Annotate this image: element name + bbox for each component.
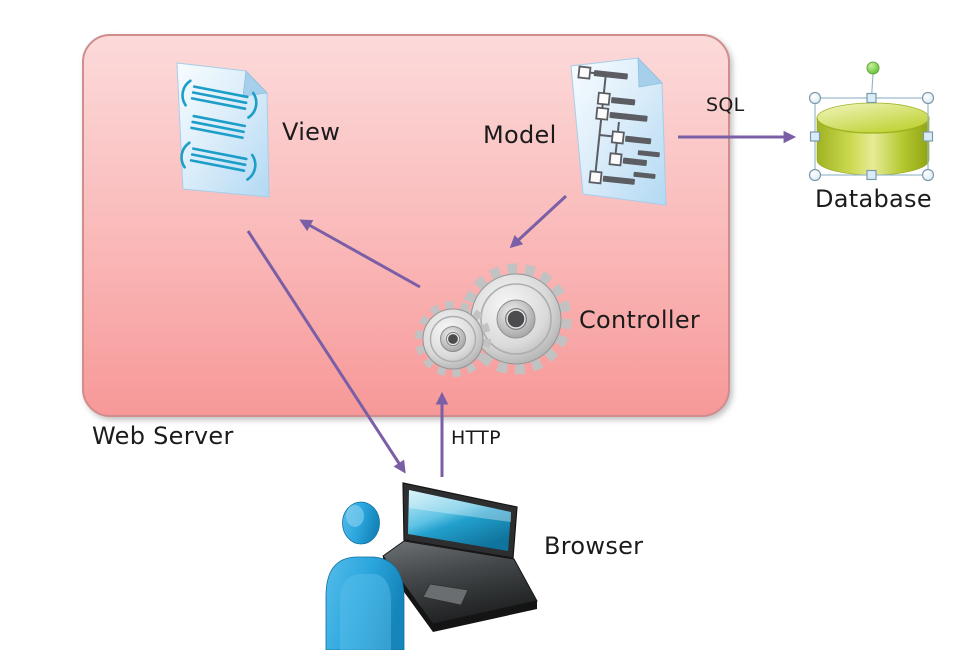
user-with-laptop-icon <box>325 482 538 650</box>
model-label: Model <box>483 121 557 149</box>
web-server-label: Web Server <box>92 422 234 450</box>
tree-document-icon <box>570 56 667 206</box>
sql-edge-label: SQL <box>706 94 745 116</box>
laptop-icon <box>382 482 538 632</box>
code-document-icon <box>176 62 270 198</box>
edge-handles <box>809 92 934 181</box>
rotate-handle <box>866 61 880 75</box>
selection-handles[interactable] <box>808 61 935 182</box>
http-edge-label: HTTP <box>451 427 501 449</box>
view-label: View <box>282 118 341 146</box>
person-icon <box>325 501 405 650</box>
corner-handles <box>808 91 935 182</box>
arrow-model-to-controller <box>509 194 568 249</box>
database-label: Database <box>815 185 932 213</box>
database-cylinder-icon[interactable] <box>816 102 930 176</box>
gears-icon <box>415 263 572 377</box>
browser-label: Browser <box>544 532 644 560</box>
controller-label: Controller <box>579 306 701 334</box>
arrow-view-to-browser <box>246 230 406 474</box>
arrow-controller-to-view <box>299 219 421 289</box>
arrows <box>246 130 797 477</box>
